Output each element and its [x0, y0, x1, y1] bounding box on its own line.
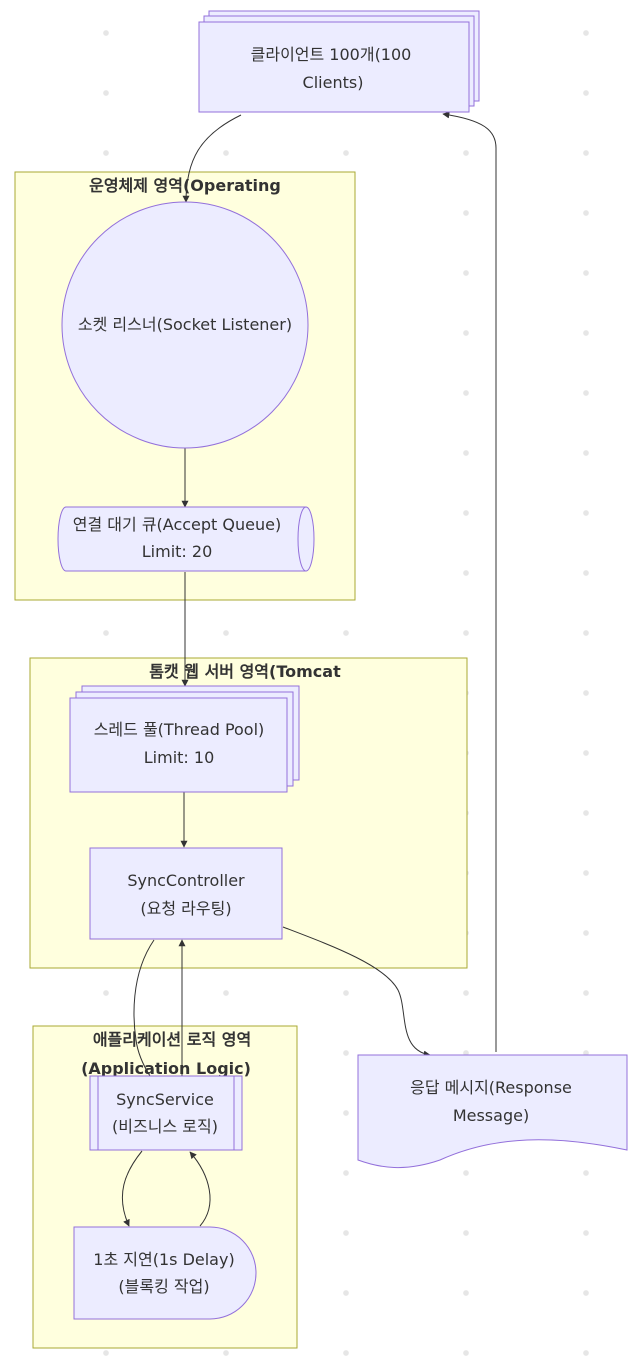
- edge-sync-controller-to-response: [282, 926, 431, 1058]
- sync-service-label-line2: (비즈니스 로직): [112, 1117, 218, 1136]
- edge-delay-to-sync-service: [189, 1151, 211, 1227]
- node-thread-pool: 스레드 풀(Thread Pool) Limit: 10: [69, 685, 300, 793]
- cluster-app-title-line2: (Application Logic): [81, 1059, 251, 1078]
- node-delay: 1초 지연(1s Delay) (블록킹 작업): [73, 1226, 257, 1320]
- delay-label-line1: 1초 지연(1s Delay): [93, 1250, 234, 1269]
- edges: [121, 111, 497, 1227]
- clients-label-line1: 클라이언트 100개(100: [251, 45, 412, 64]
- node-clients: 클라이언트 100개(100 Clients): [198, 10, 480, 113]
- response-label-line2: Message): [453, 1106, 529, 1125]
- node-accept-queue: 연결 대기 큐(Accept Queue) Limit: 20: [57, 506, 315, 572]
- clients-label-line2: Clients): [303, 73, 364, 92]
- delay-label-line2: (블록킹 작업): [118, 1277, 209, 1296]
- response-label-line1: 응답 메시지(Response: [410, 1078, 572, 1097]
- accept-queue-label-line1: 연결 대기 큐(Accept Queue): [73, 515, 281, 534]
- node-socket-listener: 소켓 리스너(Socket Listener): [61, 201, 309, 449]
- node-sync-controller: SyncController (요청 라우팅): [89, 847, 283, 940]
- cluster-tomcat-title: 톰캣 웹 서버 영역(Tomcat: [149, 662, 341, 681]
- socket-listener-label: 소켓 리스너(Socket Listener): [78, 315, 292, 334]
- sync-controller-label-line2: (요청 라우팅): [140, 899, 231, 918]
- cluster-app-title-line1: 애플리케이션 로직 영역: [93, 1030, 251, 1049]
- node-response: 응답 메시지(Response Message): [357, 1054, 628, 1168]
- cluster-os-title: 운영체제 영역(Operating: [89, 176, 281, 195]
- thread-pool-label-line2: Limit: 10: [144, 748, 215, 767]
- edge-sync-service-to-delay: [121, 1150, 143, 1227]
- sync-service-label-line1: SyncService: [116, 1090, 214, 1109]
- sync-controller-label-line1: SyncController: [127, 871, 245, 890]
- thread-pool-label-line1: 스레드 풀(Thread Pool): [94, 720, 265, 739]
- edge-response-to-clients: [442, 111, 497, 1052]
- edge-sync-controller-to-sync-service: [133, 939, 155, 1077]
- edge-clients-to-socket-listener: [182, 114, 242, 203]
- accept-queue-label-line2: Limit: 20: [142, 542, 213, 561]
- node-sync-service: SyncService (비즈니스 로직): [89, 1075, 243, 1151]
